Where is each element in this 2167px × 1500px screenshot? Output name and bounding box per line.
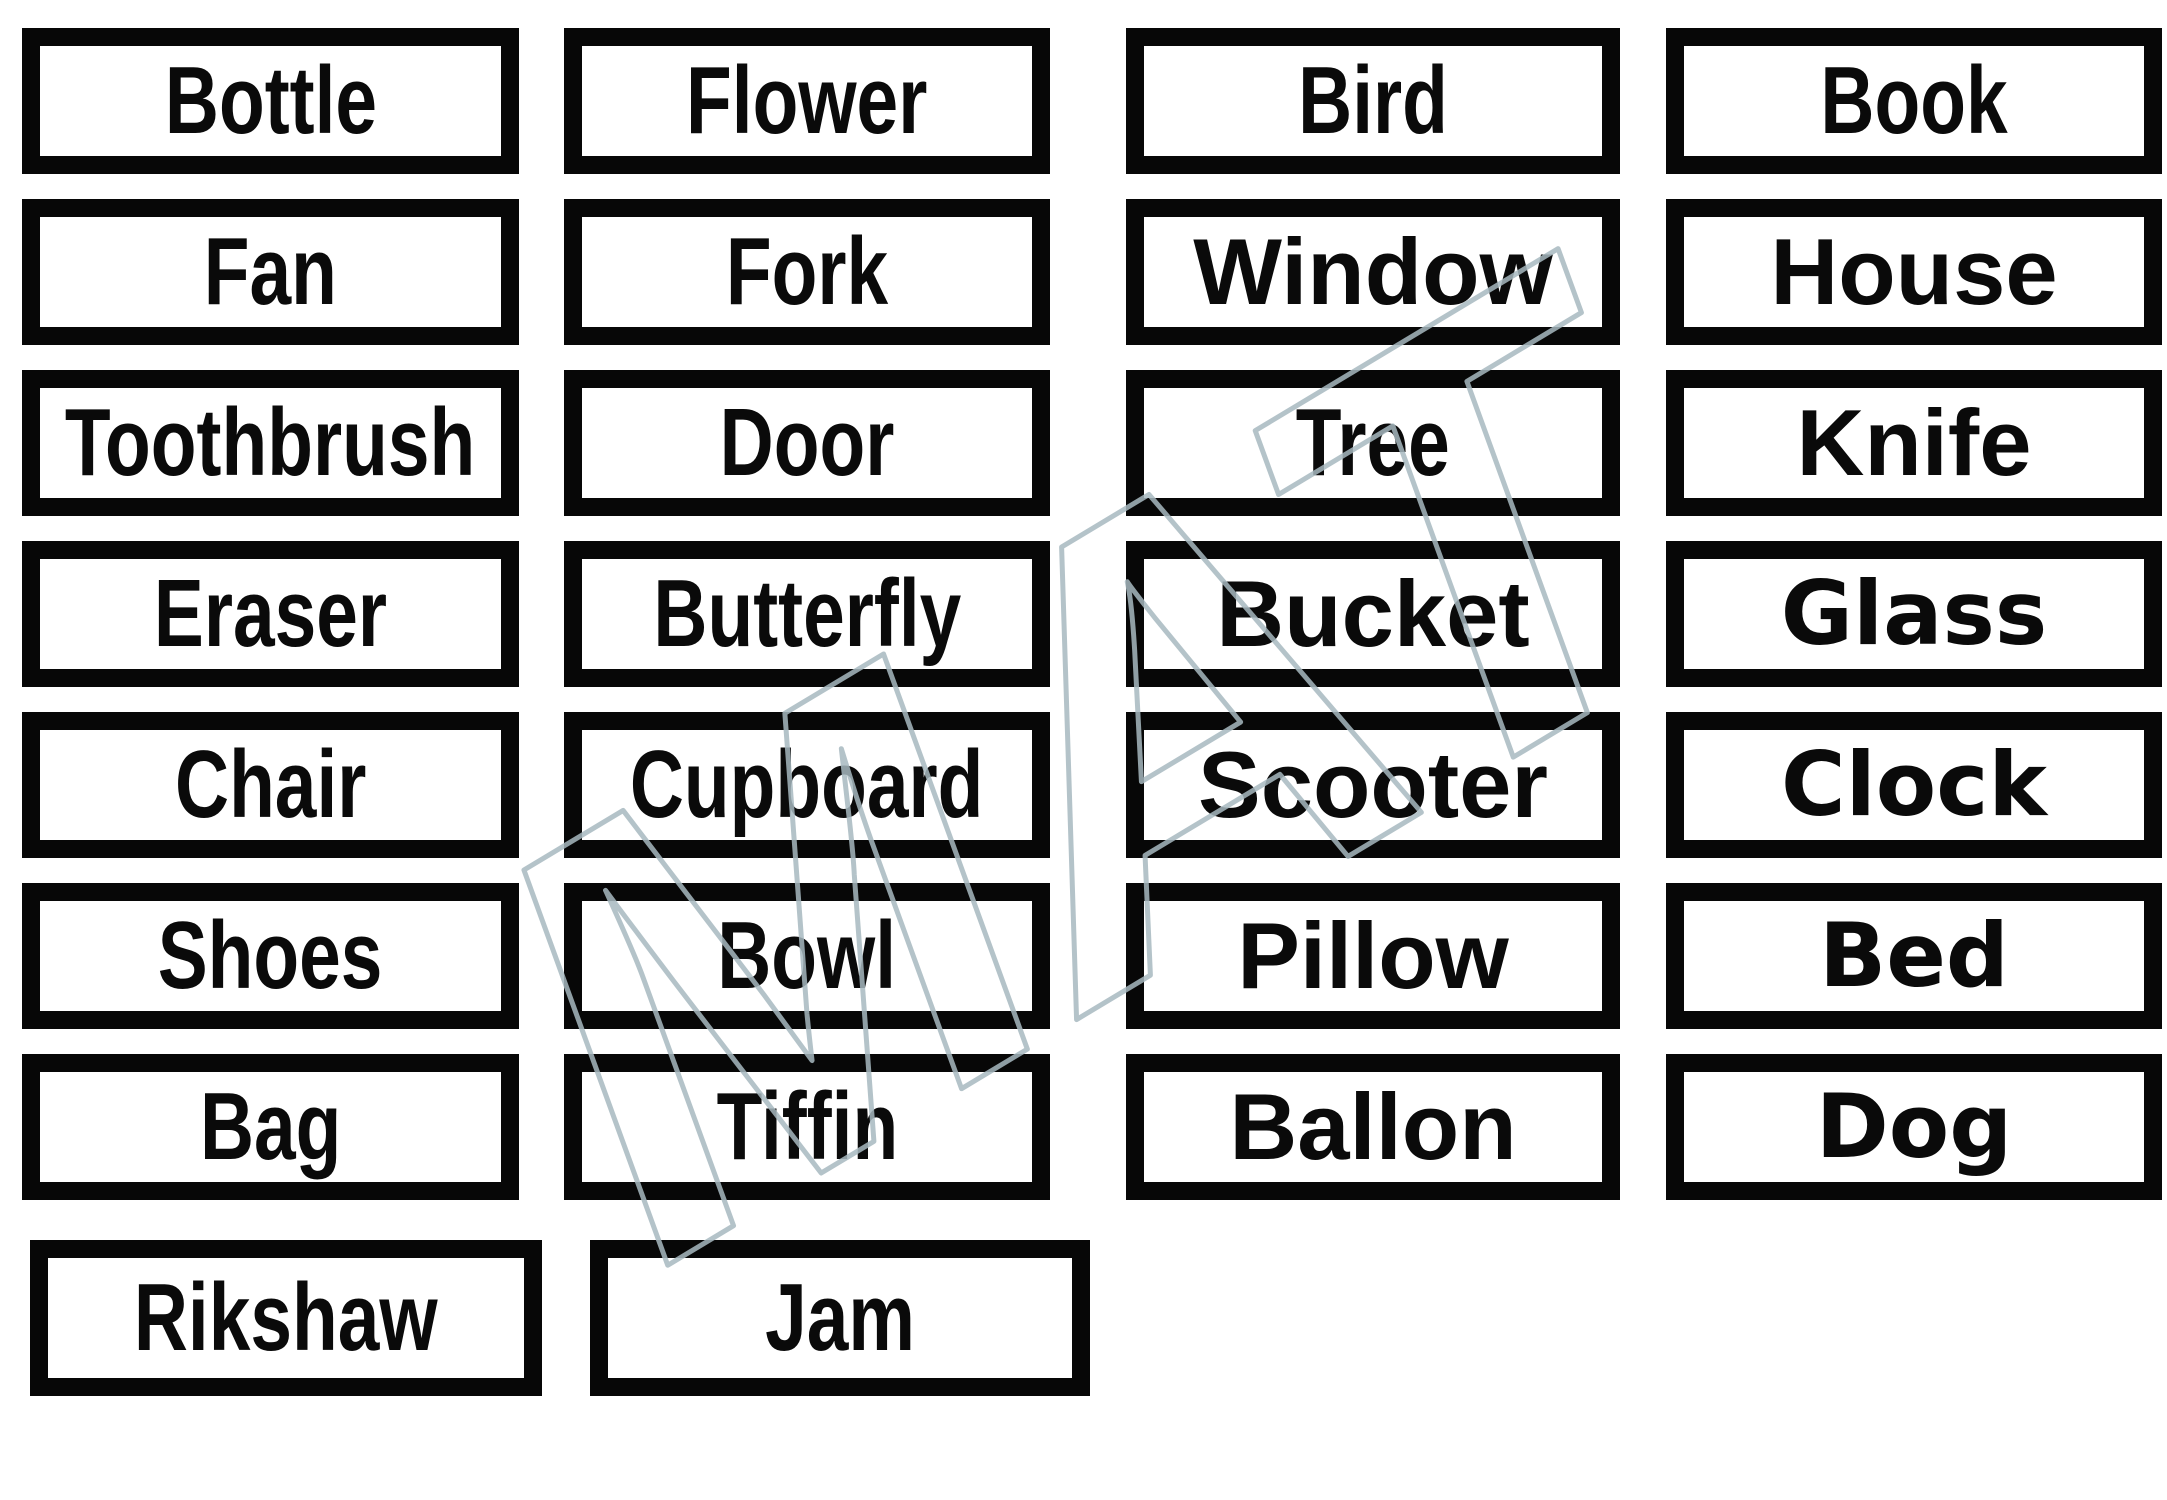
word-card: Scooter	[1126, 712, 1620, 858]
word-card-label: Rikshaw	[134, 1264, 438, 1371]
word-card-label: Pillow	[1237, 903, 1509, 1008]
word-card: Bottle	[22, 28, 519, 174]
word-card: Door	[564, 370, 1050, 516]
word-card-label: Cupboard	[630, 731, 984, 838]
word-card-label: Scooter	[1198, 732, 1548, 837]
word-card-label: Chair	[174, 731, 367, 838]
word-card-label: Fork	[725, 218, 889, 325]
word-card: Pillow	[1126, 883, 1620, 1029]
word-card: Eraser	[22, 541, 519, 687]
word-card-label: Bird	[1298, 47, 1448, 154]
word-card: Knife	[1666, 370, 2162, 516]
word-card: Fork	[564, 199, 1050, 345]
word-card-label: Bucket	[1216, 561, 1530, 666]
word-card-label: Flower	[686, 47, 928, 154]
word-card: Clock	[1666, 712, 2162, 858]
word-card-label: Book	[1820, 47, 2008, 154]
word-card-label: Ballon	[1229, 1074, 1517, 1179]
word-card-label: Dog	[1815, 1075, 2013, 1178]
word-card: House	[1666, 199, 2162, 345]
word-card-label: Toothbrush	[65, 389, 476, 496]
word-card-label: Butterfly	[653, 560, 961, 667]
word-card-label: Window	[1193, 219, 1553, 324]
word-card-label: Knife	[1796, 390, 2032, 495]
word-card-label: Bowl	[717, 902, 897, 1009]
word-card: Bird	[1126, 28, 1620, 174]
word-card: Toothbrush	[22, 370, 519, 516]
word-card-label: Shoes	[158, 902, 383, 1009]
word-card: Dog	[1666, 1054, 2162, 1200]
word-card-label: Bag	[199, 1073, 342, 1180]
word-card: Tiffin	[564, 1054, 1050, 1200]
word-card-label: Bed	[1819, 904, 2009, 1007]
word-card: Rikshaw	[30, 1240, 542, 1396]
word-card-label: Tree	[1295, 389, 1451, 496]
word-card: Ballon	[1126, 1054, 1620, 1200]
word-card-label: Fan	[203, 218, 338, 325]
word-card: Butterfly	[564, 541, 1050, 687]
word-card: Cupboard	[564, 712, 1050, 858]
word-card: Jam	[590, 1240, 1090, 1396]
word-card-label: House	[1770, 219, 2058, 324]
word-card: Flower	[564, 28, 1050, 174]
word-card: Bed	[1666, 883, 2162, 1029]
word-card: Book	[1666, 28, 2162, 174]
word-card: Shoes	[22, 883, 519, 1029]
word-card: Bag	[22, 1054, 519, 1200]
word-card: Chair	[22, 712, 519, 858]
word-card: Glass	[1666, 541, 2162, 687]
word-card: Tree	[1126, 370, 1620, 516]
word-card-label: Jam	[765, 1264, 915, 1371]
word-card-label: Door	[719, 389, 895, 496]
word-card-label: Tiffin	[716, 1073, 898, 1180]
word-card-label: Eraser	[153, 560, 388, 667]
word-card: Window	[1126, 199, 1620, 345]
word-card: Fan	[22, 199, 519, 345]
word-card: Bucket	[1126, 541, 1620, 687]
word-card-label: Bottle	[164, 47, 377, 154]
word-card-label: Glass	[1780, 562, 2048, 665]
word-card-label: Clock	[1781, 733, 2047, 836]
word-card: Bowl	[564, 883, 1050, 1029]
